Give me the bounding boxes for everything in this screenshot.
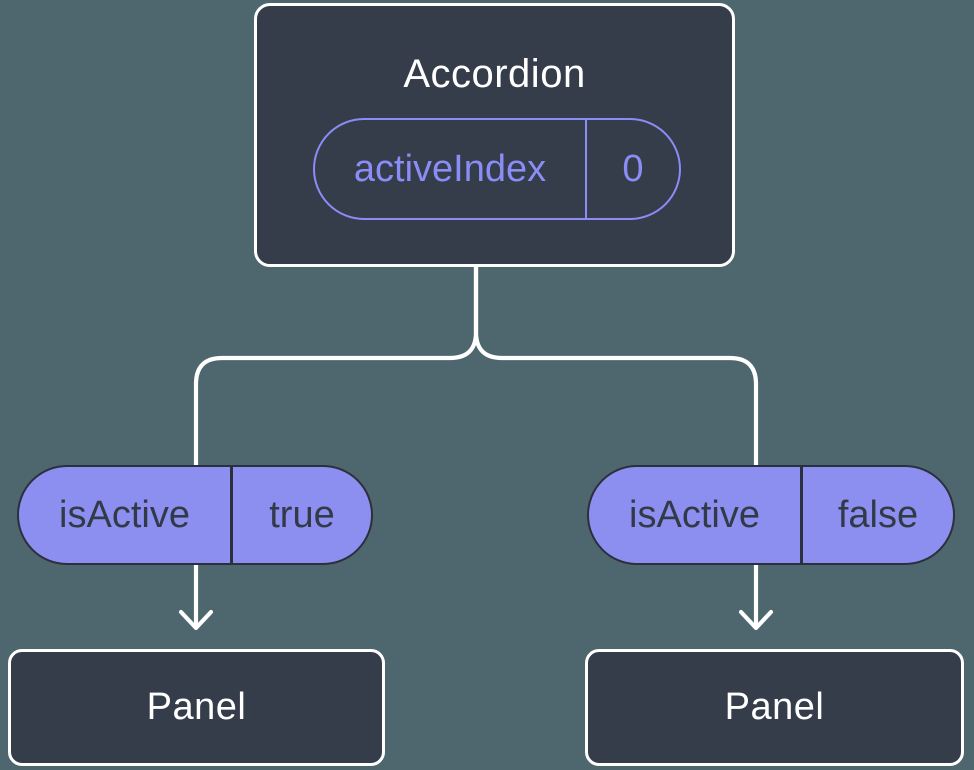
state-value-label: 0 (622, 147, 644, 190)
prop-name-label: isActive (629, 493, 760, 536)
state-pill-active-index: activeIndex 0 (313, 118, 681, 220)
prop-value-label: false (837, 493, 919, 536)
accordion-node-title: Accordion (403, 52, 586, 96)
accordion-node: Accordion activeIndex 0 (254, 3, 735, 267)
arrowhead-left-icon (178, 609, 214, 631)
pill-divider (230, 467, 233, 563)
branch-line-right (473, 262, 759, 629)
panel-node-right: Panel (585, 649, 964, 766)
arrowhead-right-icon (738, 609, 774, 631)
prop-pill-is-active-right: isActive false (587, 465, 955, 565)
prop-name-label: isActive (59, 493, 190, 536)
state-name-label: activeIndex (353, 147, 547, 190)
pill-divider (585, 120, 587, 218)
branch-line-left (193, 262, 479, 629)
prop-value-label: true (269, 493, 335, 536)
pill-divider (800, 467, 803, 563)
panel-node-left: Panel (8, 649, 385, 766)
prop-pill-is-active-left: isActive true (17, 465, 373, 565)
